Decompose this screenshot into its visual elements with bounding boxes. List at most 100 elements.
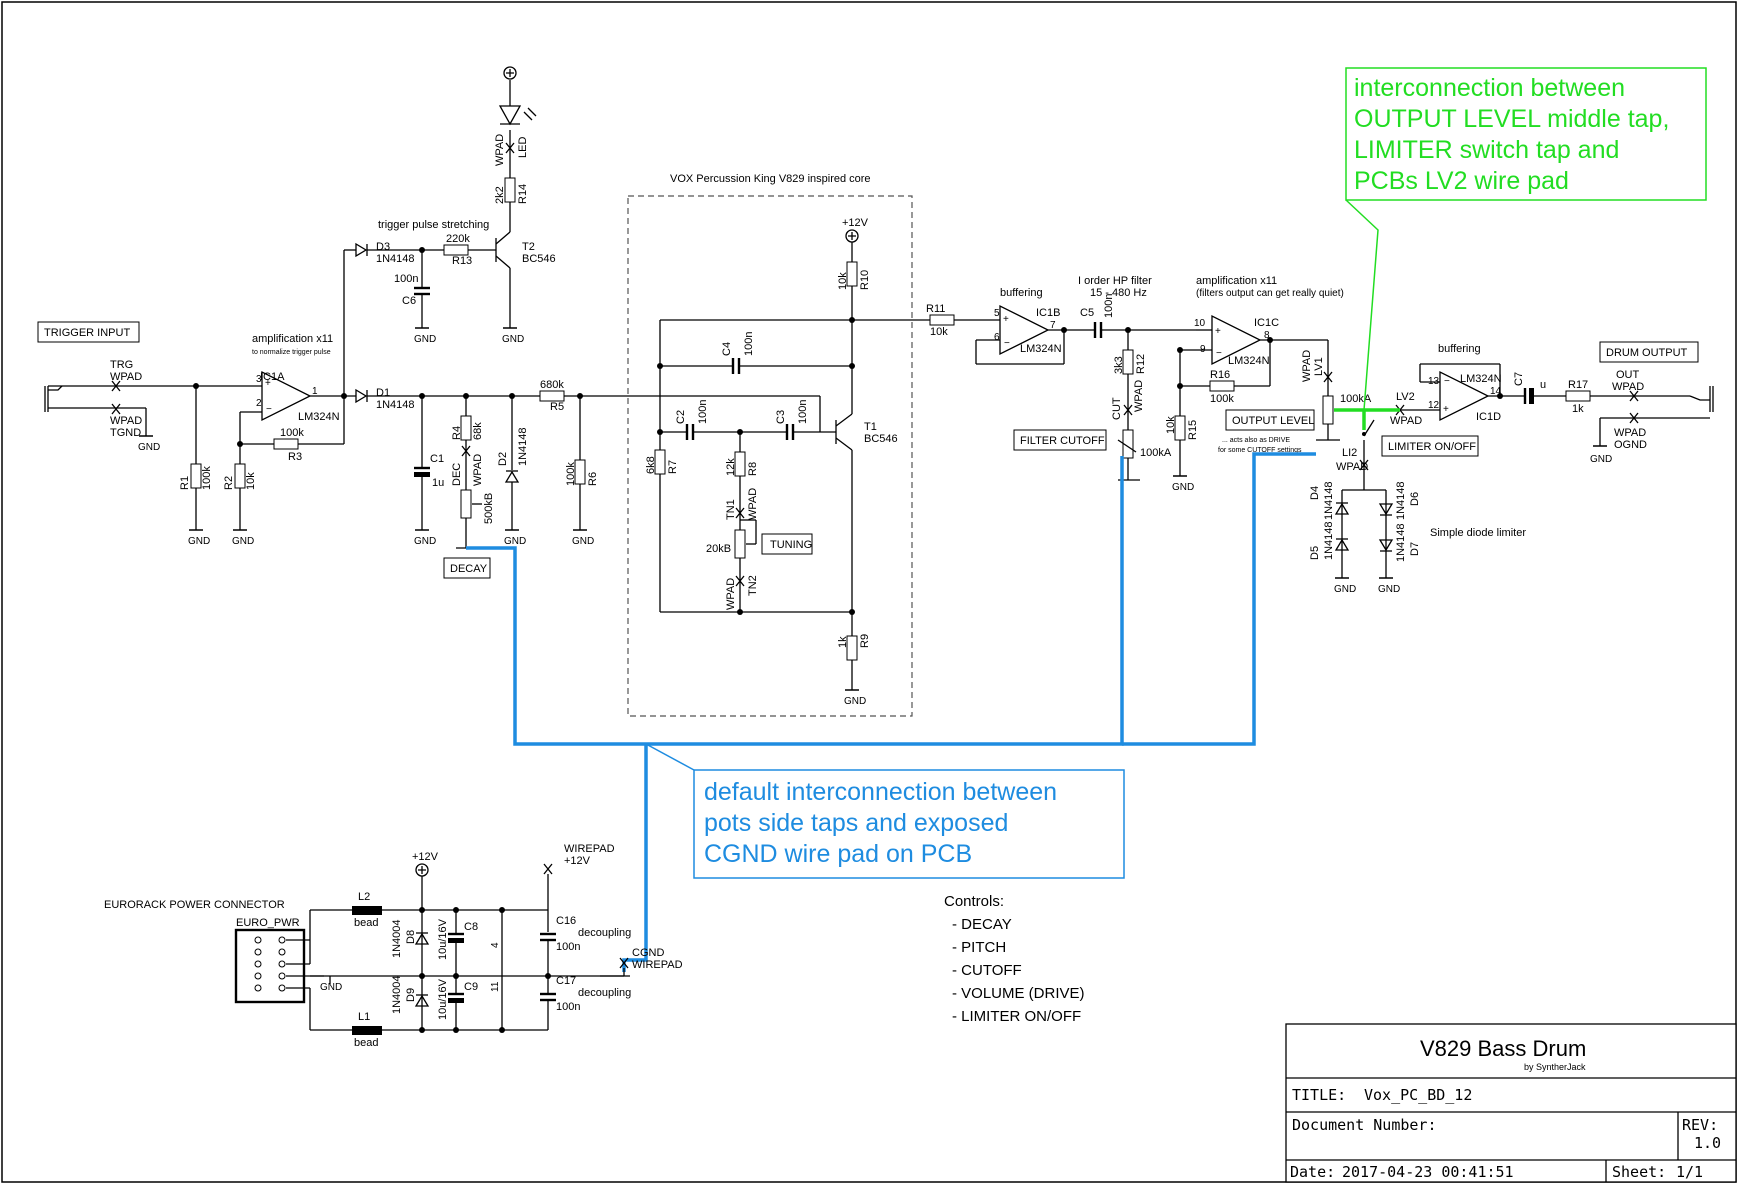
d1-value: 1N4148: [376, 399, 415, 411]
ognd-label: OGND: [1614, 439, 1647, 451]
d5-value: 1N4148: [1323, 521, 1335, 560]
c9-label: C9: [464, 981, 478, 993]
r16-label: R16: [1210, 369, 1230, 381]
ic1c-type: LM324N: [1228, 355, 1270, 367]
dec-label: DEC: [451, 463, 463, 486]
pin-4-label: 4: [490, 942, 501, 948]
ic1a-type: LM324N: [298, 411, 340, 423]
amp-x11-label: amplification x11: [252, 333, 333, 345]
svg-text:+: +: [265, 378, 271, 389]
d2-value: 1N4148: [517, 427, 529, 466]
power-section: EURORACK POWER CONNECTOR EURO_PWR GND L2…: [104, 843, 683, 1049]
r7-label: R7: [667, 460, 679, 474]
buffering2-label: buffering: [1438, 343, 1481, 355]
gnd-label: GND: [572, 536, 594, 547]
r9-label: R9: [859, 634, 871, 648]
schematic-name: V829 Bass Drum: [1420, 1036, 1586, 1061]
ic1d-type: LM324N: [1460, 373, 1502, 385]
pin-3: 3: [256, 374, 262, 385]
trg-wpad-label: WPAD: [110, 371, 142, 383]
gnd-label: GND: [188, 536, 210, 547]
led-label: LED: [517, 137, 529, 158]
r13-value: 220k: [446, 233, 470, 245]
c5-label: C5: [1080, 307, 1094, 319]
tn1-label: TN1: [725, 499, 737, 520]
gnd-label: GND: [1590, 454, 1612, 465]
c9-value: 10u/16V: [437, 978, 449, 1020]
title-value: Vox_PC_BD_12: [1364, 1086, 1472, 1104]
control-item: - VOLUME (DRIVE): [952, 985, 1085, 1002]
ic1c-label: IC1C: [1254, 317, 1279, 329]
plus12-label: +12V: [842, 217, 869, 229]
gnd-label: GND: [414, 334, 436, 345]
d8-value: 1N4004: [391, 919, 403, 958]
r8-label: R8: [747, 462, 759, 476]
tn2-wpad-label: WPAD: [725, 578, 737, 610]
drive-note-1: ... acts also as DRIVE: [1222, 437, 1290, 444]
c17-label: C17: [556, 975, 576, 987]
lv1-label: LV1: [1313, 357, 1325, 376]
tgnd-wpad-label: WPAD: [110, 415, 142, 427]
decay-section: D1 1N4148 GND C1 1u R4 68k DEC WPAD 500k…: [355, 379, 820, 579]
d7-label: D7: [1409, 542, 1421, 556]
dec-wpad-label: WPAD: [472, 454, 484, 486]
pwr-plus12-label: +12V: [412, 851, 439, 863]
c7-value: u: [1540, 379, 1546, 391]
schematic-author: by SyntherJack: [1524, 1062, 1586, 1072]
r16-value: 100k: [1210, 393, 1234, 405]
l1-value: bead: [354, 1037, 378, 1049]
l2-value: bead: [354, 917, 378, 929]
pin-12: 12: [1428, 400, 1440, 411]
d4-label: D4: [1309, 486, 1321, 500]
ic1b-label: IC1B: [1036, 307, 1060, 319]
c3-label: C3: [775, 410, 787, 424]
date-value: 2017-04-23 00:41:51: [1342, 1163, 1514, 1181]
d2-label: D2: [497, 452, 509, 466]
d4-value: 1N4148: [1323, 481, 1335, 520]
gnd-label: GND: [1172, 482, 1194, 493]
svg-text:−: −: [266, 404, 272, 415]
cgnd-label: CGND: [632, 947, 664, 959]
gnd-label: GND: [1334, 584, 1356, 595]
decay-box-label: DECAY: [450, 563, 488, 575]
tgnd-label: TGND: [110, 427, 141, 439]
r17-value: 1k: [1572, 403, 1584, 415]
green-note-line-2: OUTPUT LEVEL middle tap,: [1354, 105, 1669, 133]
r13-label: R13: [452, 255, 472, 267]
li2-wpad-label: WPAD: [1336, 461, 1368, 473]
lv2-label: LV2: [1396, 391, 1415, 403]
green-note-line-3: LIMITER switch tap and: [1354, 136, 1619, 164]
buffering1-label: buffering: [1000, 287, 1043, 299]
pin-8: 8: [1264, 330, 1270, 341]
r14-value: 2k2: [494, 186, 506, 204]
ic1d-label: IC1D: [1476, 411, 1501, 423]
r4-value: 68k: [472, 422, 484, 440]
trg-label: TRG: [110, 359, 133, 371]
gnd-label: GND: [1378, 584, 1400, 595]
pin-14: 14: [1490, 386, 1502, 397]
rev-label: REV:: [1682, 1116, 1718, 1134]
hp-filter-label: I order HP filter: [1078, 275, 1152, 287]
c5-value: 100n: [1103, 294, 1115, 318]
r3-label: R3: [288, 451, 302, 463]
li2-label: LI2: [1342, 447, 1357, 459]
decoupling-2-label: decoupling: [578, 987, 631, 999]
amp-x11-note: to normalize trigger pulse: [252, 349, 331, 356]
r5-label: R5: [550, 401, 564, 413]
cgnd-wirepad-label: WIREPAD: [632, 959, 683, 971]
led-wpad-label: WPAD: [494, 134, 506, 166]
document-number-label: Document Number:: [1292, 1116, 1437, 1134]
ic1a-label: IC1A: [260, 371, 285, 383]
r2-value: 10k: [245, 472, 257, 490]
c7-label: C7: [1513, 372, 1525, 386]
title-label: TITLE:: [1292, 1086, 1346, 1104]
output-section: buffering + − 13 12 14 LM324N IC1D C7 u …: [1419, 341, 1714, 465]
controls-title: Controls:: [944, 893, 1004, 910]
control-item: - LIMITER ON/OFF: [952, 1008, 1081, 1025]
tn1-wpad-label: WPAD: [747, 488, 759, 520]
r15-value: 10k: [1165, 416, 1177, 434]
r1-label: R1: [179, 476, 191, 490]
core-label: VOX Percussion King V829 inspired core: [670, 173, 871, 185]
